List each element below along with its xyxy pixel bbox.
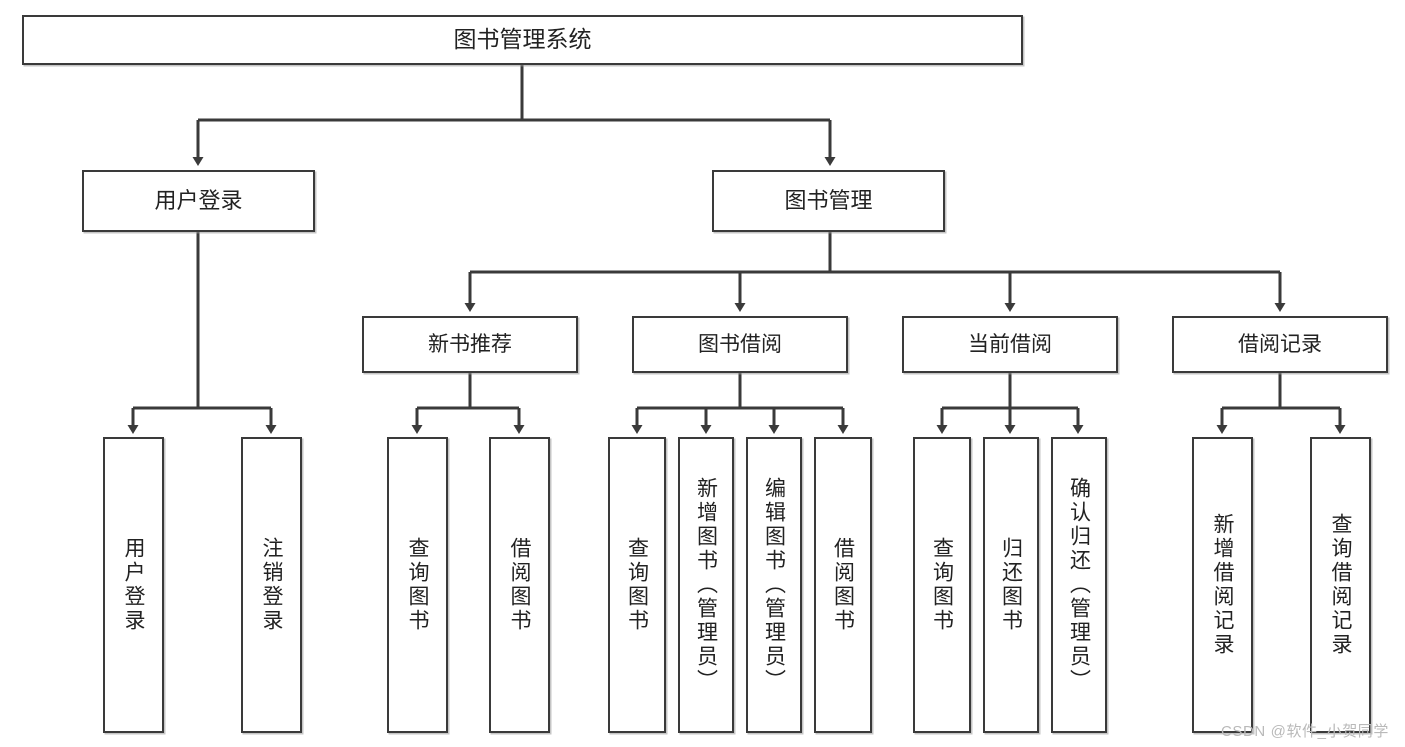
leaf-label: 注销登录 (260, 537, 283, 633)
node-book-management[interactable]: 图书管理 (712, 170, 945, 232)
leaf-logout[interactable]: 注销登录 (241, 437, 302, 733)
node-label: 借阅记录 (1238, 332, 1322, 356)
leaf-query-borrow-record[interactable]: 查询借阅记录 (1310, 437, 1371, 733)
leaf-label: 新增借阅记录 (1211, 513, 1234, 657)
leaf-return-book[interactable]: 归还图书 (983, 437, 1039, 733)
leaf-query-books-newbook[interactable]: 查询图书 (387, 437, 448, 733)
leaf-query-books-borrow[interactable]: 查询图书 (608, 437, 666, 733)
node-borrowing-records[interactable]: 借阅记录 (1172, 316, 1388, 373)
node-label: 图书管理 (784, 187, 873, 213)
leaf-user-login[interactable]: 用户登录 (103, 437, 164, 733)
leaf-edit-book-admin[interactable]: 编辑图书（管理员） (746, 437, 802, 733)
node-label: 图书管理系统 (453, 26, 592, 53)
leaf-add-borrow-record[interactable]: 新增借阅记录 (1192, 437, 1253, 733)
leaf-label: 查询借阅记录 (1329, 513, 1352, 657)
leaf-label: 用户登录 (122, 537, 145, 633)
leaf-borrow-book[interactable]: 借阅图书 (814, 437, 872, 733)
node-label: 图书借阅 (698, 332, 782, 356)
leaf-confirm-return-admin[interactable]: 确认归还（管理员） (1051, 437, 1107, 733)
leaf-label: 借阅图书 (508, 537, 531, 633)
leaf-label: 查询图书 (930, 537, 954, 633)
leaf-label: 新增图书（管理员） (694, 477, 718, 693)
node-user-login[interactable]: 用户登录 (82, 170, 315, 232)
leaf-label: 借阅图书 (831, 537, 855, 633)
leaf-query-books-current[interactable]: 查询图书 (913, 437, 971, 733)
node-label: 新书推荐 (428, 332, 512, 356)
leaf-add-book-admin[interactable]: 新增图书（管理员） (678, 437, 734, 733)
leaf-label: 归还图书 (999, 537, 1023, 633)
node-label: 当前借阅 (968, 332, 1052, 356)
leaf-borrow-books-newbook[interactable]: 借阅图书 (489, 437, 550, 733)
node-current-borrowing[interactable]: 当前借阅 (902, 316, 1118, 373)
leaf-label: 确认归还（管理员） (1067, 477, 1091, 693)
node-new-book-recommendation[interactable]: 新书推荐 (362, 316, 578, 373)
csdn-watermark: CSDN @软件_小贺同学 (1220, 723, 1389, 740)
node-label: 用户登录 (154, 187, 243, 213)
node-book-borrowing[interactable]: 图书借阅 (632, 316, 848, 373)
leaf-label: 编辑图书（管理员） (762, 477, 786, 693)
leaf-label: 查询图书 (625, 537, 649, 633)
node-book-management-system[interactable]: 图书管理系统 (22, 15, 1023, 65)
leaf-label: 查询图书 (406, 537, 429, 633)
